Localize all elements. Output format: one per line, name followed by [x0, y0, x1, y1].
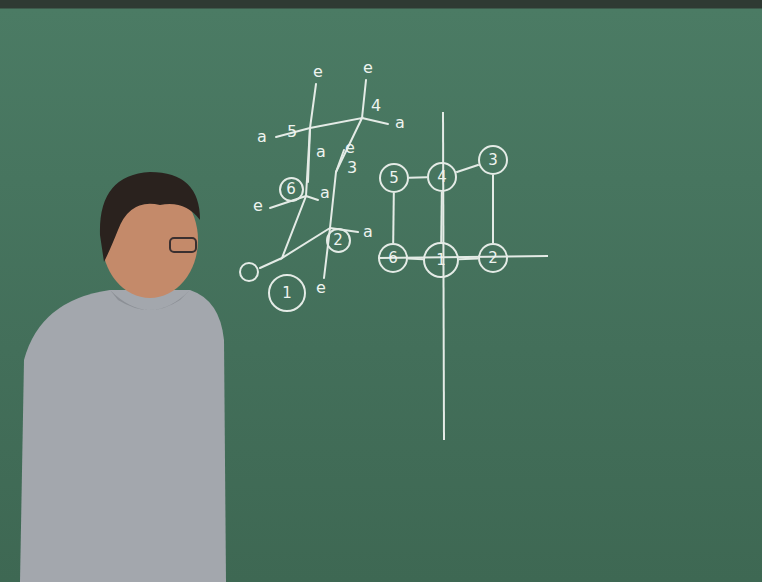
position-label: 3: [347, 160, 357, 176]
position-label: a: [316, 144, 326, 160]
circled-number: 1: [423, 242, 459, 278]
number-text: 5: [389, 171, 399, 186]
circled-number: 1: [268, 274, 306, 312]
bond-line: [493, 175, 494, 243]
position-label: e: [316, 280, 326, 296]
circled-number: 2: [326, 228, 351, 253]
position-label: e: [253, 198, 263, 214]
lecturer: [20, 172, 226, 582]
number-text: 4: [437, 170, 447, 185]
circled-number: 4: [427, 162, 457, 192]
bond-line: [441, 192, 443, 242]
circled-number: 3: [478, 145, 508, 175]
position-label: a: [363, 224, 373, 240]
number-text: 6: [286, 182, 296, 197]
number-text: 3: [488, 153, 498, 168]
number-text: 2: [488, 251, 498, 266]
position-label: a: [395, 115, 405, 131]
circled-number: 6: [378, 243, 408, 273]
position-label: 4: [371, 98, 381, 114]
number-text: 2: [333, 233, 343, 248]
position-label: a: [257, 129, 267, 145]
position-label: 5: [287, 124, 297, 140]
position-label: e: [363, 60, 373, 76]
circled-number: 5: [379, 163, 409, 193]
bond-line: [456, 165, 479, 173]
number-text: 1: [282, 286, 292, 301]
projection-axes: [378, 112, 548, 440]
number-text: 6: [388, 251, 398, 266]
bond-line: [408, 258, 423, 260]
bond-line: [393, 193, 395, 243]
position-label: e: [313, 64, 323, 80]
bond-line: [409, 177, 427, 178]
circled-number: 6: [279, 177, 304, 202]
circled-number: 2: [478, 243, 508, 273]
position-label: a: [320, 185, 330, 201]
chair-conformation: [240, 80, 388, 281]
bond-line: [459, 258, 478, 260]
position-label: e: [345, 140, 355, 156]
number-text: 1: [436, 253, 446, 268]
